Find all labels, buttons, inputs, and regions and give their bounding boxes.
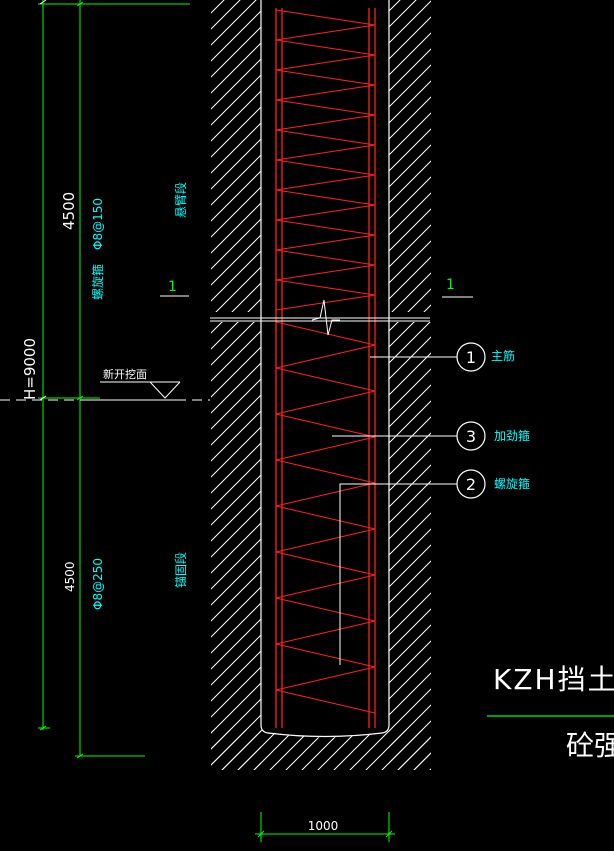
drawing-subtitle: 砼强 bbox=[566, 729, 614, 762]
callout-text-1: 主筋 bbox=[491, 348, 515, 363]
section-number-right: 1 bbox=[446, 277, 455, 293]
hatch-gap bbox=[211, 312, 431, 322]
soil-hatch-right bbox=[389, 0, 431, 770]
spiral-stirrup-lower bbox=[275, 321, 376, 714]
callout-text-2: 螺旋箍 bbox=[494, 476, 530, 491]
drawing-title: KZH挡土桩 bbox=[493, 663, 614, 696]
callout-number-1: 1 bbox=[466, 348, 476, 367]
callout-number-2: 2 bbox=[466, 475, 476, 494]
callout-number-3: 3 bbox=[466, 427, 476, 446]
total-height-label: H=9000 bbox=[21, 338, 39, 400]
callout-1: 1 主筋 bbox=[456, 342, 515, 372]
pile-outline bbox=[260, 0, 390, 738]
soil-hatch-left bbox=[211, 0, 261, 770]
callout-text-3: 加劲箍 bbox=[494, 428, 530, 443]
lower-length-label: 4500 bbox=[63, 561, 77, 592]
section-number-left: 1 bbox=[168, 279, 177, 295]
callout-circle-3 bbox=[456, 421, 486, 451]
upper-segment-label: 悬臂段 bbox=[173, 182, 188, 218]
callout-circle-1 bbox=[456, 342, 486, 372]
callout-leaders bbox=[332, 356, 457, 665]
stirrup-type-label: 螺旋箍 bbox=[90, 264, 105, 300]
diameter-dimension bbox=[255, 812, 395, 842]
grade-marker bbox=[0, 381, 210, 401]
spiral-stirrup-upper bbox=[275, 9, 376, 311]
main-rebars bbox=[275, 8, 376, 728]
upper-spacing-label: Φ8@150 bbox=[91, 198, 105, 250]
callout-3: 3 加劲箍 bbox=[456, 421, 530, 451]
upper-length-label: 4500 bbox=[60, 192, 78, 230]
soil-hatch-bottom bbox=[211, 730, 431, 770]
callout-circle-2 bbox=[456, 469, 486, 499]
callout-2: 2 螺旋箍 bbox=[456, 469, 530, 499]
lower-segment-label: 锚固段 bbox=[173, 552, 188, 588]
diameter-label: 1000 bbox=[308, 819, 339, 833]
lower-spacing-label: Φ8@250 bbox=[91, 558, 105, 610]
dimension-ticks bbox=[39, 0, 47, 401]
grade-label: 新开挖面 bbox=[103, 367, 147, 381]
break-line bbox=[210, 299, 430, 336]
dimension-lines-left bbox=[38, 0, 190, 759]
